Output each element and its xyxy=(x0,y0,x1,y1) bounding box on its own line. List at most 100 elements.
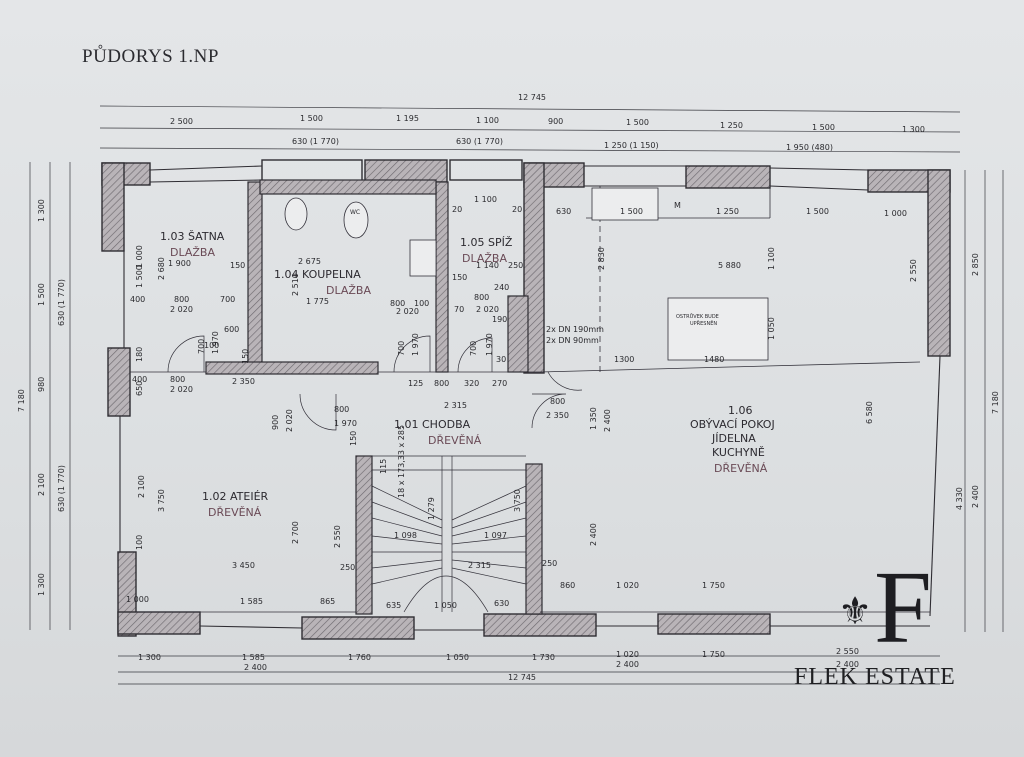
svg-text:30: 30 xyxy=(496,355,506,364)
svg-text:12 745: 12 745 xyxy=(508,673,536,682)
svg-text:1 195: 1 195 xyxy=(396,114,419,123)
kitchen-fixtures xyxy=(591,187,769,361)
svg-text:100: 100 xyxy=(204,341,219,350)
svg-text:1480: 1480 xyxy=(704,355,724,364)
svg-text:240: 240 xyxy=(494,283,509,292)
svg-text:7 180: 7 180 xyxy=(991,391,1000,414)
svg-text:2 400: 2 400 xyxy=(836,660,859,669)
svg-text:20: 20 xyxy=(512,205,522,214)
svg-text:270: 270 xyxy=(492,379,507,388)
svg-text:150: 150 xyxy=(349,431,358,446)
svg-text:1 250 (1 150): 1 250 (1 150) xyxy=(604,141,659,150)
svg-text:1 000: 1 000 xyxy=(884,209,907,218)
exterior-walls xyxy=(101,159,951,640)
svg-text:1 020: 1 020 xyxy=(616,650,639,659)
svg-text:2 100: 2 100 xyxy=(37,473,46,496)
svg-text:125: 125 xyxy=(408,379,423,388)
svg-text:2 020: 2 020 xyxy=(396,307,419,316)
room-106-name: OBÝVACÍ POKOJ xyxy=(690,418,775,431)
svg-text:2 400: 2 400 xyxy=(244,663,267,672)
brand-logo: F ⚜ xyxy=(838,550,932,665)
svg-text:4 330: 4 330 xyxy=(955,487,964,510)
svg-text:7 180: 7 180 xyxy=(17,389,26,412)
door-swings xyxy=(167,335,583,431)
svg-text:400: 400 xyxy=(130,295,145,304)
svg-text:1 585: 1 585 xyxy=(240,597,263,606)
svg-text:1 050: 1 050 xyxy=(434,601,457,610)
svg-text:400: 400 xyxy=(132,375,147,384)
svg-text:100: 100 xyxy=(414,299,429,308)
svg-text:900: 900 xyxy=(271,415,280,430)
svg-text:1 140: 1 140 xyxy=(476,261,499,270)
kitchen-island xyxy=(667,297,769,361)
svg-text:1 970: 1 970 xyxy=(411,333,420,356)
svg-text:1 300: 1 300 xyxy=(902,125,925,134)
island-note-2: UPŘESNĚN xyxy=(690,319,717,327)
svg-text:900: 900 xyxy=(548,117,563,126)
svg-text:2 700: 2 700 xyxy=(291,521,300,544)
svg-text:1 350: 1 350 xyxy=(589,407,598,430)
toilet-icon xyxy=(343,201,369,239)
svg-text:1 100: 1 100 xyxy=(474,195,497,204)
svg-text:1 750: 1 750 xyxy=(702,650,725,659)
svg-text:2 510: 2 510 xyxy=(291,273,300,296)
svg-text:18 x 173,33 x 285: 18 x 173,33 x 285 xyxy=(397,425,406,498)
svg-text:1 970: 1 970 xyxy=(485,333,494,356)
svg-text:5 880: 5 880 xyxy=(718,261,741,270)
svg-text:1 020: 1 020 xyxy=(616,581,639,590)
svg-text:1 100: 1 100 xyxy=(767,247,776,270)
svg-text:3 750: 3 750 xyxy=(513,489,522,512)
svg-text:1300: 1300 xyxy=(614,355,634,364)
vertical-dim-labels: 1 300 1 500 630 (1 770) 980 7 180 2 100 … xyxy=(17,199,1000,596)
svg-text:1 300: 1 300 xyxy=(37,199,46,222)
svg-text:630 (1 770): 630 (1 770) xyxy=(292,137,339,146)
room-106-floor: DŘEVĚNÁ xyxy=(714,462,768,475)
svg-text:1 775: 1 775 xyxy=(306,297,329,306)
room-106-number: 1.06 xyxy=(728,404,753,417)
svg-text:1 100: 1 100 xyxy=(476,116,499,125)
svg-text:800: 800 xyxy=(174,295,189,304)
interior-lines xyxy=(130,186,930,613)
svg-text:800: 800 xyxy=(334,405,349,414)
plan-title: PŮDORYS 1.NP xyxy=(82,46,219,67)
svg-text:2 400: 2 400 xyxy=(589,523,598,546)
svg-text:1 900: 1 900 xyxy=(168,259,191,268)
room-dim-labels: 2 675 5 880 2 350 2 315 3 450 2 315 1 58… xyxy=(126,195,907,610)
island-note: OSTRŮVEK BUDE xyxy=(676,313,719,320)
svg-text:700: 700 xyxy=(397,341,406,356)
pipe-note-2: 2x DN 90mm xyxy=(546,336,599,345)
svg-text:635: 635 xyxy=(386,601,401,610)
room-labels: 1.03 ŠATNA DLAŽBA 1.04 KOUPELNA DLAŽBA 1… xyxy=(160,230,775,519)
svg-text:1 000: 1 000 xyxy=(135,245,144,268)
svg-text:2 675: 2 675 xyxy=(298,257,321,266)
wall-outlines xyxy=(119,165,941,631)
svg-text:3 750: 3 750 xyxy=(157,489,166,512)
svg-text:2 500: 2 500 xyxy=(170,117,193,126)
svg-text:800: 800 xyxy=(434,379,449,388)
room-106-dining: JÍDELNA xyxy=(711,432,756,445)
svg-text:980: 980 xyxy=(37,377,46,392)
svg-text:1 279: 1 279 xyxy=(427,497,436,520)
right-dimension-lines xyxy=(964,170,1004,632)
room-101-name: 1.01 CHODBA xyxy=(394,418,471,431)
svg-text:12 745: 12 745 xyxy=(518,93,546,102)
room-104-floor: DLAŽBA xyxy=(326,284,371,297)
room-103-floor: DLAŽBA xyxy=(170,246,215,259)
svg-text:150: 150 xyxy=(452,273,467,282)
svg-text:6 580: 6 580 xyxy=(865,401,874,424)
svg-text:2 400: 2 400 xyxy=(971,485,980,508)
svg-text:800: 800 xyxy=(550,397,565,406)
room-104-name: 1.04 KOUPELNA xyxy=(274,268,361,281)
svg-text:1 050: 1 050 xyxy=(446,653,469,662)
svg-text:1 500: 1 500 xyxy=(37,283,46,306)
svg-text:1 300: 1 300 xyxy=(37,573,46,596)
svg-text:630 (1 770): 630 (1 770) xyxy=(57,279,66,326)
svg-text:190: 190 xyxy=(492,315,507,324)
svg-text:250: 250 xyxy=(340,563,355,572)
m-label: M xyxy=(674,201,681,210)
svg-text:1 050: 1 050 xyxy=(767,317,776,340)
svg-text:630 (1 770): 630 (1 770) xyxy=(456,137,503,146)
svg-text:2 830: 2 830 xyxy=(597,247,606,270)
svg-text:1 300: 1 300 xyxy=(138,653,161,662)
